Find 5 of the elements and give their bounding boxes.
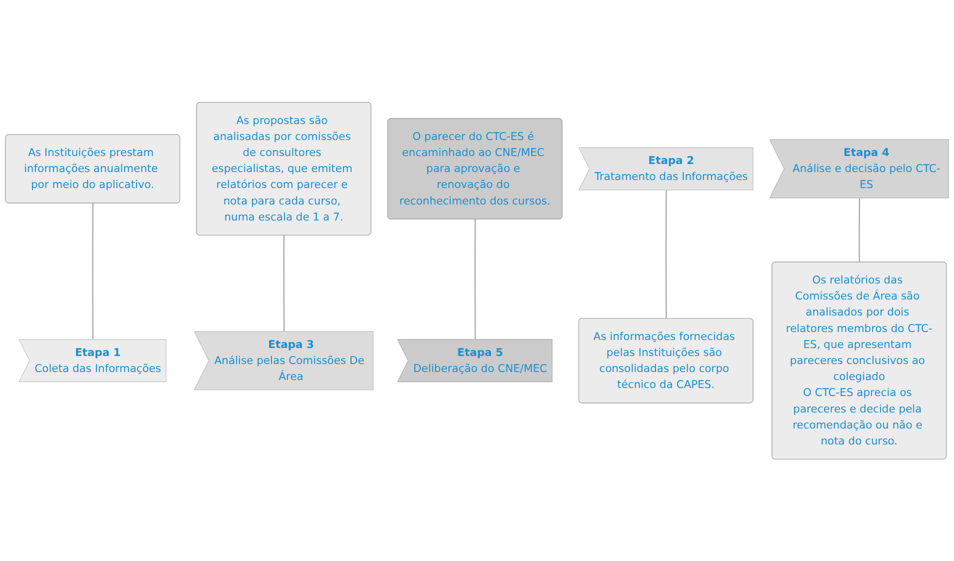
connector <box>92 203 94 340</box>
connector <box>858 198 860 262</box>
connector <box>474 219 476 340</box>
connector <box>283 235 285 332</box>
connector <box>666 190 667 318</box>
